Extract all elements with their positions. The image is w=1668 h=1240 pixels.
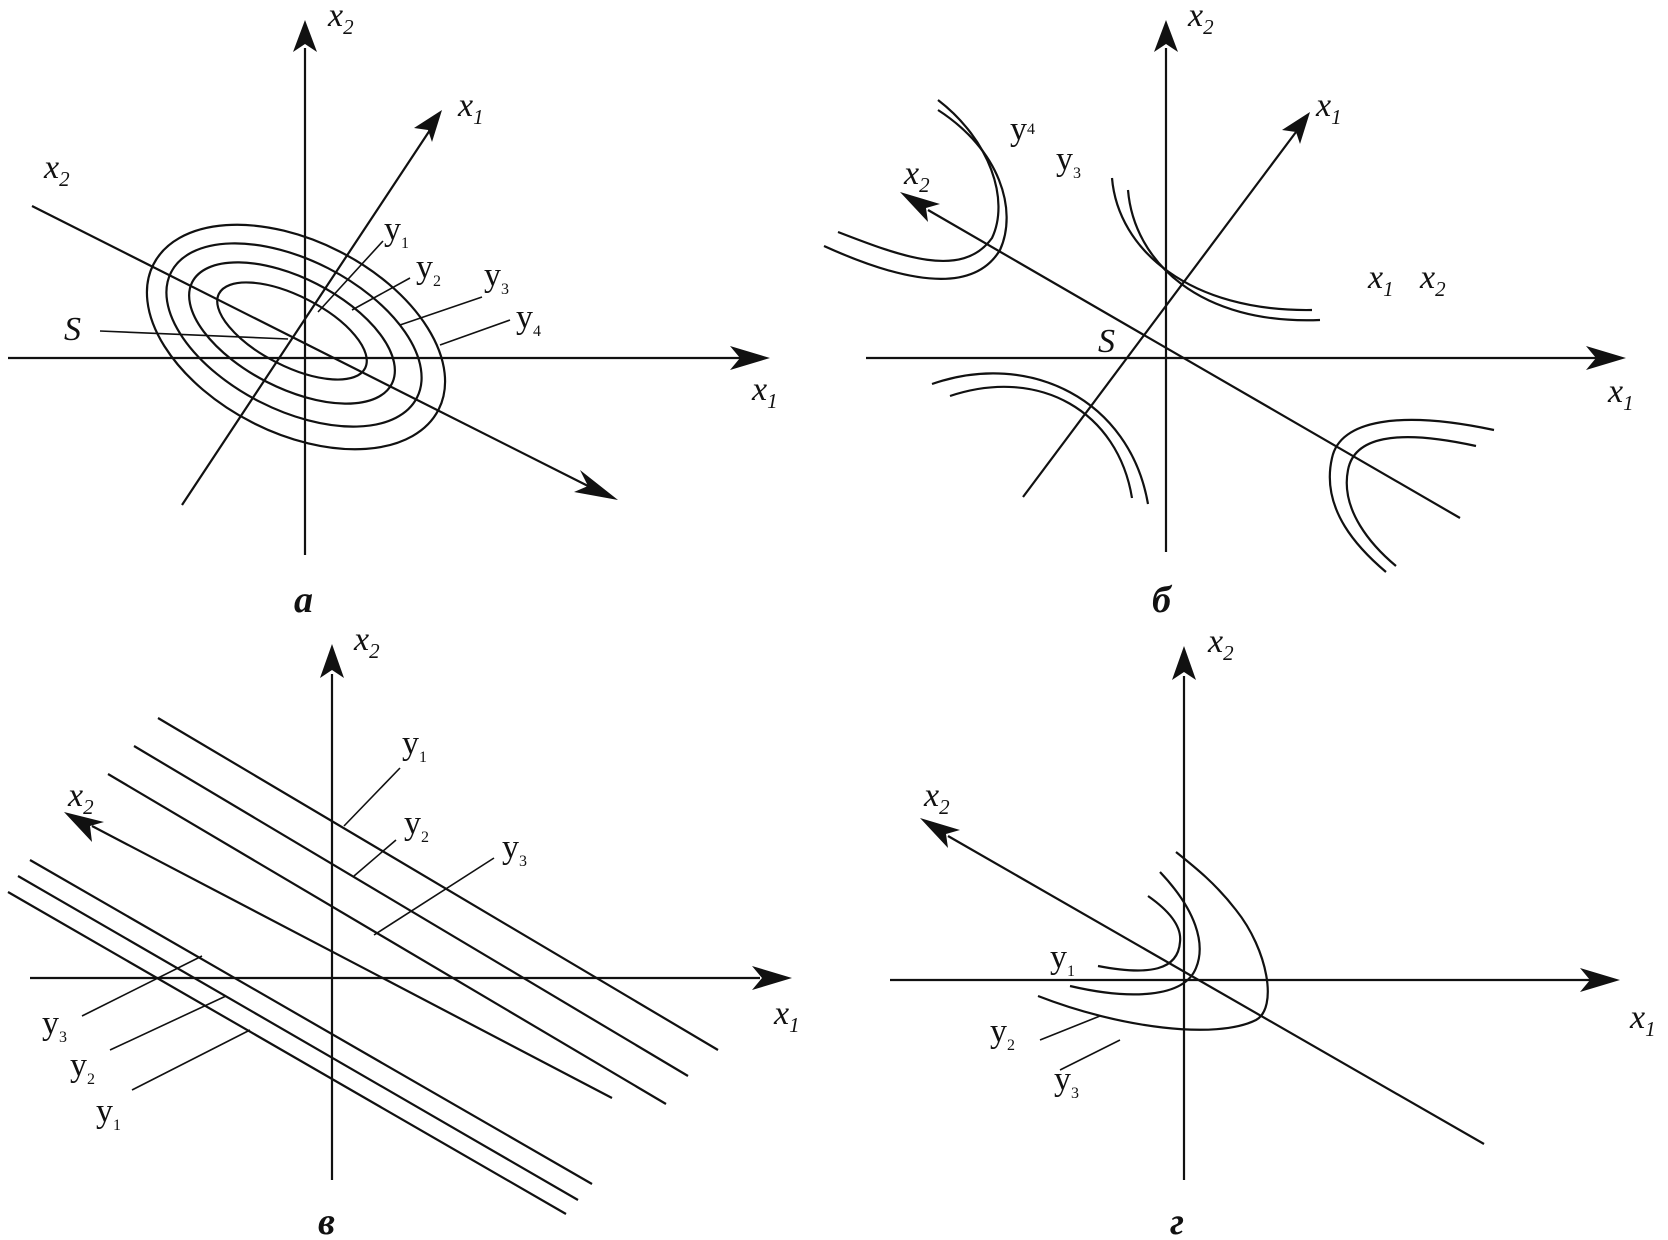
panel-a-leader-s — [99, 330, 289, 340]
panel-c-rotated-x2-arrowhead — [64, 812, 104, 842]
panel-d-contour-y2 — [1069, 871, 1201, 996]
panel-b: x2 x1 x2 x1 у4 у3 x1 x2 S б — [823, 0, 1634, 621]
panel-a-rotated-x1-label: x1 — [457, 87, 484, 129]
panel-d-label-y2: у2 — [990, 1013, 1015, 1054]
panel-b-caption: б — [1152, 579, 1173, 621]
panel-d-x2-arrowhead — [1172, 646, 1196, 680]
panel-a-rotated-x1-arrowhead — [414, 110, 442, 142]
panel-b-label-y4: у4 — [1010, 111, 1035, 148]
panel-d-leader-y3 — [1059, 1039, 1121, 1071]
panel-a-caption: а — [294, 579, 313, 621]
panel-b-x2-arrowhead — [1154, 20, 1178, 52]
panel-d-contour-y1 — [1097, 895, 1182, 972]
panel-a-x2-arrowhead — [293, 20, 317, 52]
panel-b-contour-upper-left-outer — [837, 99, 1000, 262]
panel-c-leader-upper-y1 — [343, 767, 401, 827]
panel-b-rotated-x1-label: x1 — [1315, 87, 1342, 129]
panel-b-rotated-x2-label: x2 — [903, 155, 930, 197]
panel-c-leader-lower-y1 — [131, 1029, 251, 1091]
panel-a-s-label: S — [64, 311, 81, 348]
panel-a-leader-y4 — [439, 319, 511, 346]
panel-b-rotated-x1-arrowhead — [1282, 112, 1310, 144]
panel-b-x1-arrowhead — [1586, 346, 1626, 370]
panel-c-label-upper-y1: у1 — [402, 725, 427, 766]
panel-a-rotated-x2-arrowhead — [574, 470, 618, 500]
panel-a-leader-y3 — [399, 296, 483, 326]
panel-a-contour-y3 — [165, 242, 423, 428]
panel-a-leader-y1 — [317, 240, 384, 313]
panel-a: x2 x1 x2 x1 у1 у2 у3 у4 S а — [8, 0, 778, 621]
panel-d-rotated-x2-label: x2 — [923, 777, 950, 819]
panel-c-leader-lower-y3 — [81, 955, 203, 1017]
panel-c: x2 x2 x1 у1 у2 у3 у3 у2 у1 в — [7, 621, 800, 1240]
panel-c-line-1 — [157, 717, 719, 1051]
panel-a-contour-y4 — [145, 223, 447, 451]
panel-a-rotated-x1-axis — [181, 129, 431, 506]
panel-c-label-lower-y1: у1 — [96, 1093, 121, 1134]
panel-a-leader-y2 — [351, 277, 411, 311]
panel-c-caption: в — [318, 1201, 335, 1240]
panel-c-leader-lower-y2 — [109, 995, 227, 1051]
panel-d-x2-label: x2 — [1207, 623, 1234, 665]
panel-b-contour-lower-left-inner — [931, 372, 1150, 505]
panel-d: x2 x2 x1 у1 у2 у3 г — [890, 623, 1656, 1240]
panel-d-rotated-x2-axis — [947, 835, 1485, 1145]
panel-c-line-4 — [29, 859, 593, 1185]
panel-d-x1-label: x1 — [1629, 999, 1656, 1041]
panel-d-caption: г — [1170, 1201, 1184, 1240]
panel-d-label-y1: у1 — [1050, 939, 1075, 980]
panel-c-x2-arrowhead — [320, 644, 344, 678]
panel-d-rotated-x2-arrowhead — [920, 818, 960, 848]
panel-a-label-y3: у3 — [484, 257, 509, 298]
panel-b-note-x2: x2 — [1419, 259, 1446, 301]
panel-b-contour-lower-right-inner — [1328, 418, 1495, 573]
panel-a-rotated-x2-label: x2 — [43, 149, 70, 191]
panel-c-x1-label: x1 — [773, 995, 800, 1037]
panel-d-label-y3: у3 — [1054, 1061, 1079, 1102]
panel-a-label-y1: у1 — [384, 211, 409, 252]
panel-c-leader-upper-y2 — [353, 839, 397, 877]
panel-a-x1-arrowhead — [730, 346, 770, 370]
panel-c-rotated-x2-label: x2 — [67, 777, 94, 819]
panel-b-s-label: S — [1098, 323, 1115, 360]
panel-b-label-y3: у3 — [1056, 141, 1081, 182]
panel-d-x1-arrowhead — [1580, 968, 1620, 992]
panel-c-label-lower-y3: у3 — [42, 1005, 67, 1046]
panel-c-line-6 — [7, 891, 567, 1215]
panel-b-x2-label: x2 — [1187, 0, 1214, 39]
panel-c-leader-upper-y3 — [373, 857, 495, 936]
panel-c-label-upper-y3: у3 — [502, 829, 527, 870]
panel-a-contour-y2 — [188, 261, 396, 405]
panel-d-leader-y2 — [1039, 1015, 1101, 1041]
panel-a-x2-label: x2 — [327, 0, 354, 39]
panel-d-contour-y3 — [1037, 851, 1269, 1031]
panel-b-contour-upper-right-outer — [1126, 189, 1321, 322]
panel-a-label-y4: у4 — [516, 299, 541, 340]
panel-c-x2-label: x2 — [353, 621, 380, 663]
panel-c-rotated-x2-axis — [91, 825, 613, 1099]
panel-b-rotated-x1-axis — [1022, 131, 1297, 498]
panel-a-rotated-x2-axis — [31, 205, 593, 489]
panel-b-note-x1: x1 — [1367, 259, 1394, 301]
panel-b-x1-label: x1 — [1607, 373, 1634, 415]
panel-c-label-lower-y2: у2 — [70, 1047, 95, 1088]
panel-b-contour-upper-left-inner — [823, 109, 1008, 280]
panel-a-label-y2: у2 — [416, 249, 441, 290]
panel-b-contour-lower-right-outer — [1345, 436, 1477, 567]
panel-c-label-upper-y2: у2 — [404, 805, 429, 846]
panel-a-contour-y1 — [216, 281, 368, 381]
panel-c-x1-arrowhead — [752, 966, 792, 990]
panel-b-rotated-x2-arrowhead — [900, 192, 940, 222]
panel-a-x1-label: x1 — [751, 371, 778, 413]
panel-c-line-3 — [107, 773, 667, 1105]
panel-c-line-5 — [17, 875, 579, 1201]
panel-b-contour-lower-left-outer — [949, 385, 1134, 499]
panel-b-rotated-x2-axis — [927, 209, 1461, 519]
